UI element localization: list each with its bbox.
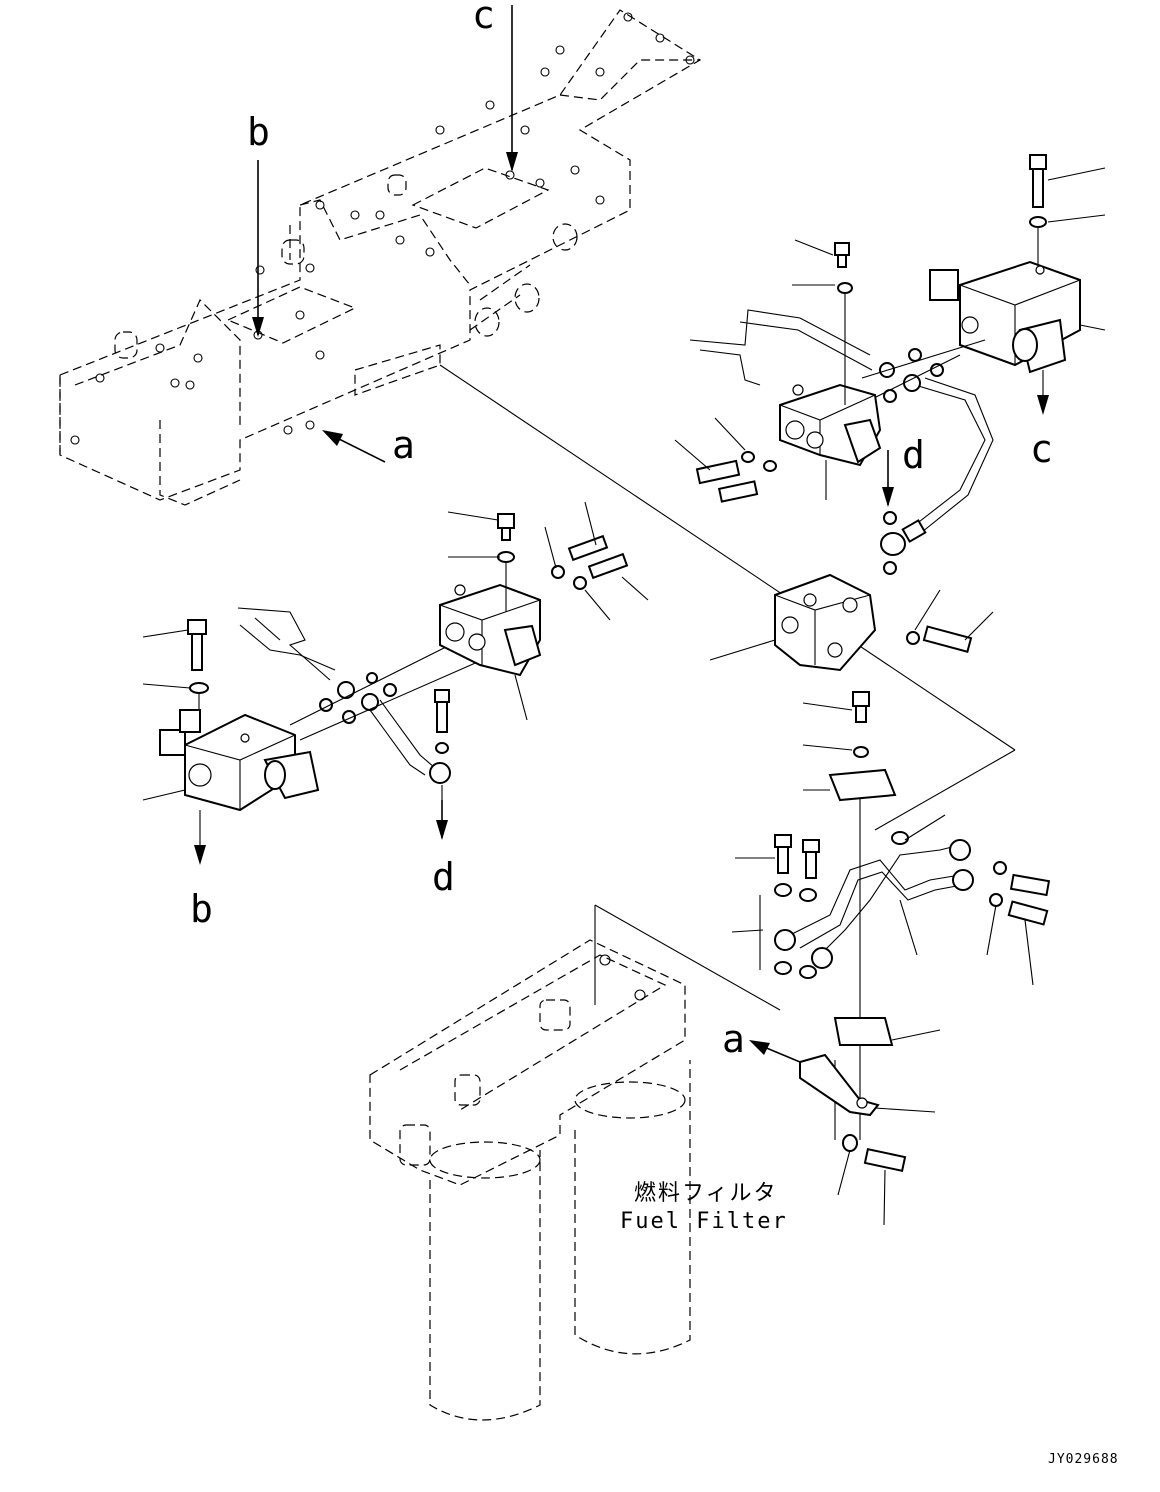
label-b-left: b [190,887,213,931]
arrow-b-left [194,845,206,865]
arrow-c-right [1037,395,1049,415]
valve-assembly-left [159,513,629,850]
label-d-left: d [432,855,455,899]
junction-assembly [774,573,1051,1172]
label-b-top: b [247,110,270,154]
valve-assembly-upper-right [689,154,1081,575]
caption-english: Fuel Filter [620,1209,788,1234]
arrow-a-bottom [749,1040,801,1063]
arrow-d-right [882,450,894,507]
mounting-frame [59,9,702,506]
reference-arrows [194,5,1049,1063]
arrow-a-top [322,430,386,463]
drawing-id: JY029688 [1048,1452,1119,1467]
label-d-right: d [902,433,925,477]
label-c-right: c [1030,427,1053,471]
fuel-filter-outline [369,939,691,1421]
label-c-top: c [472,0,495,37]
caption-japanese: 燃料フィルタ [634,1181,778,1206]
arrow-d-left [436,800,448,840]
arrow-b-top [252,160,264,337]
label-a-top: a [392,423,415,467]
leader-lines [142,167,1106,1226]
arrow-c-top [506,5,518,172]
label-a-bottom: a [722,1017,745,1061]
